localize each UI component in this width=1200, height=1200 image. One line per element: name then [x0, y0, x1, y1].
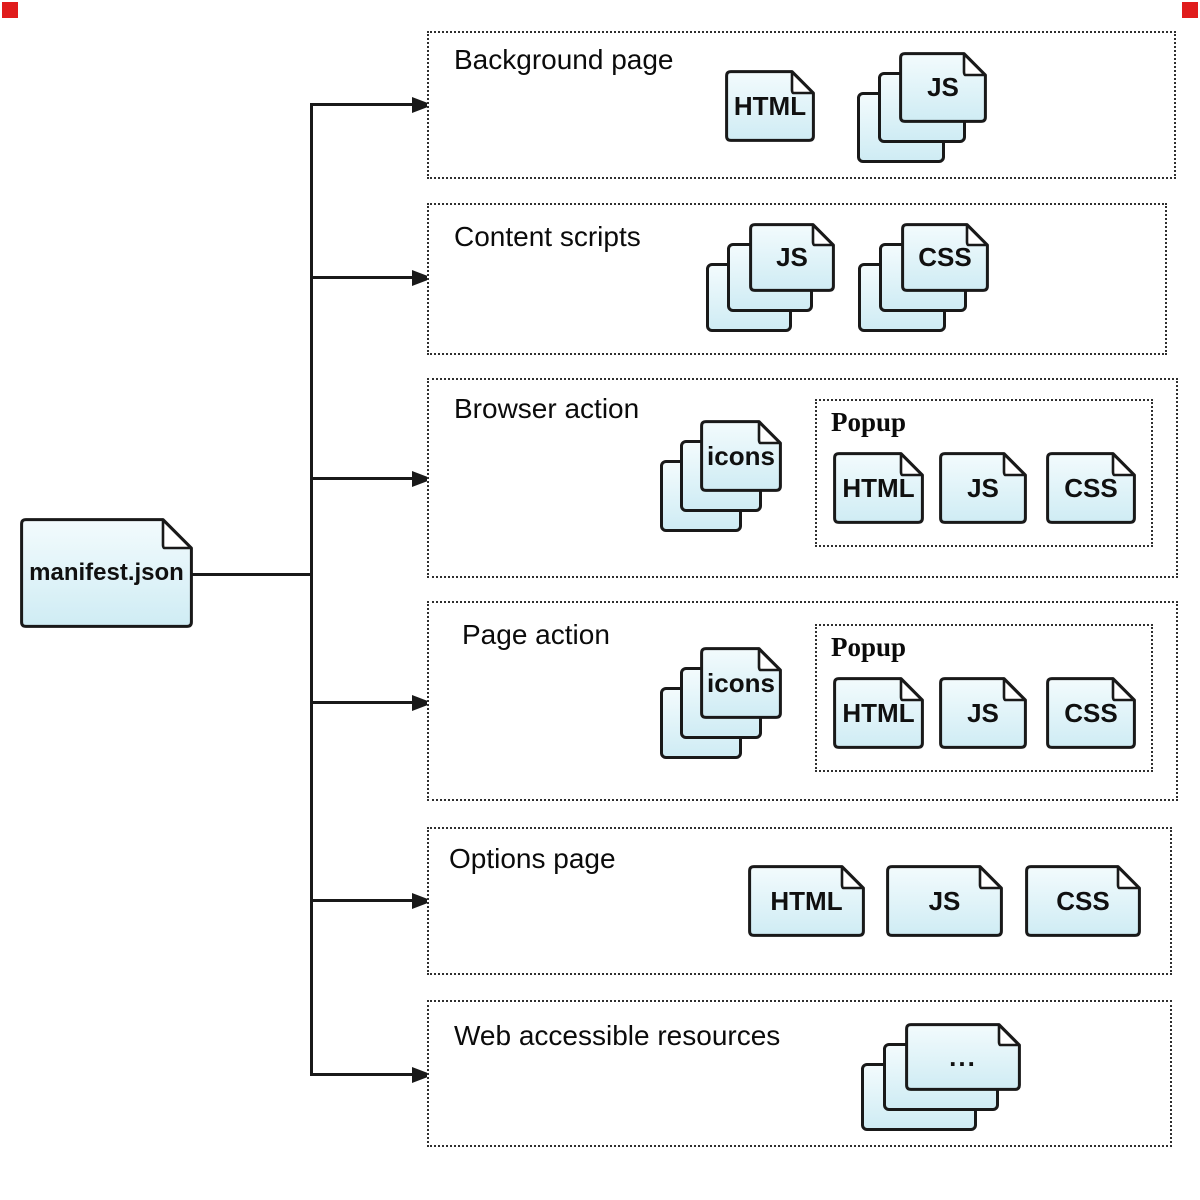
doc-js: JS — [939, 677, 1027, 749]
doc-css: CSS — [1046, 452, 1136, 524]
doc-stack-icons: icons — [660, 420, 782, 532]
manifest-connector-line — [191, 573, 313, 576]
trunk-line — [310, 103, 313, 1076]
doc-stack-resources: ... — [861, 1023, 1021, 1133]
manifest-label: manifest.json — [29, 559, 184, 586]
popup-label: Popup — [831, 407, 907, 437]
corner-marker — [2, 2, 18, 18]
popup-box: Popup HTML JS CSS — [815, 399, 1153, 547]
section-box-web-accessible-resources: Web accessible resources ... — [427, 1000, 1172, 1147]
manifest-node: manifest.json — [20, 518, 193, 628]
doc-css: CSS — [1046, 677, 1136, 749]
section-label: Options page — [449, 843, 616, 874]
branch-line — [310, 701, 414, 704]
popup-box: Popup HTML JS CSS — [815, 624, 1153, 772]
doc-icons: icons — [700, 647, 782, 719]
doc-ellipsis: ... — [905, 1023, 1021, 1091]
doc-js: JS — [939, 452, 1027, 524]
branch-line — [310, 276, 414, 279]
section-box-background-page: Background page HTML JS — [427, 31, 1176, 179]
doc-html: HTML — [833, 677, 924, 749]
branch-line — [310, 899, 414, 902]
branch-line — [310, 477, 414, 480]
doc-html: HTML — [725, 70, 815, 142]
doc-css: CSS — [901, 223, 989, 292]
popup-label: Popup — [831, 632, 907, 662]
doc-js: JS — [886, 865, 1003, 937]
section-box-page-action: Page action icons Popup HTML JS CSS — [427, 601, 1178, 801]
doc-html: HTML — [833, 452, 924, 524]
section-label: Background page — [454, 44, 674, 75]
doc-js: JS — [749, 223, 835, 292]
section-label: Content scripts — [454, 221, 641, 252]
section-box-content-scripts: Content scripts JS CSS — [427, 203, 1167, 355]
doc-stack-css: CSS — [858, 223, 989, 332]
section-label: Web accessible resources — [454, 1020, 781, 1051]
section-label: Page action — [462, 619, 610, 650]
branch-line — [310, 103, 414, 106]
doc-stack-js: JS — [857, 52, 987, 163]
corner-marker — [1182, 2, 1198, 18]
section-box-options-page: Options page HTML JS CSS — [427, 827, 1172, 975]
section-label: Browser action — [454, 393, 640, 424]
doc-css: CSS — [1025, 865, 1141, 937]
doc-stack-icons: icons — [660, 647, 782, 759]
doc-stack-js: JS — [706, 223, 835, 332]
branch-line — [310, 1073, 414, 1076]
section-box-browser-action: Browser action icons Popup HTML JS CSS — [427, 378, 1178, 578]
doc-html: HTML — [748, 865, 865, 937]
doc-icons: icons — [700, 420, 782, 492]
doc-js: JS — [899, 52, 987, 123]
